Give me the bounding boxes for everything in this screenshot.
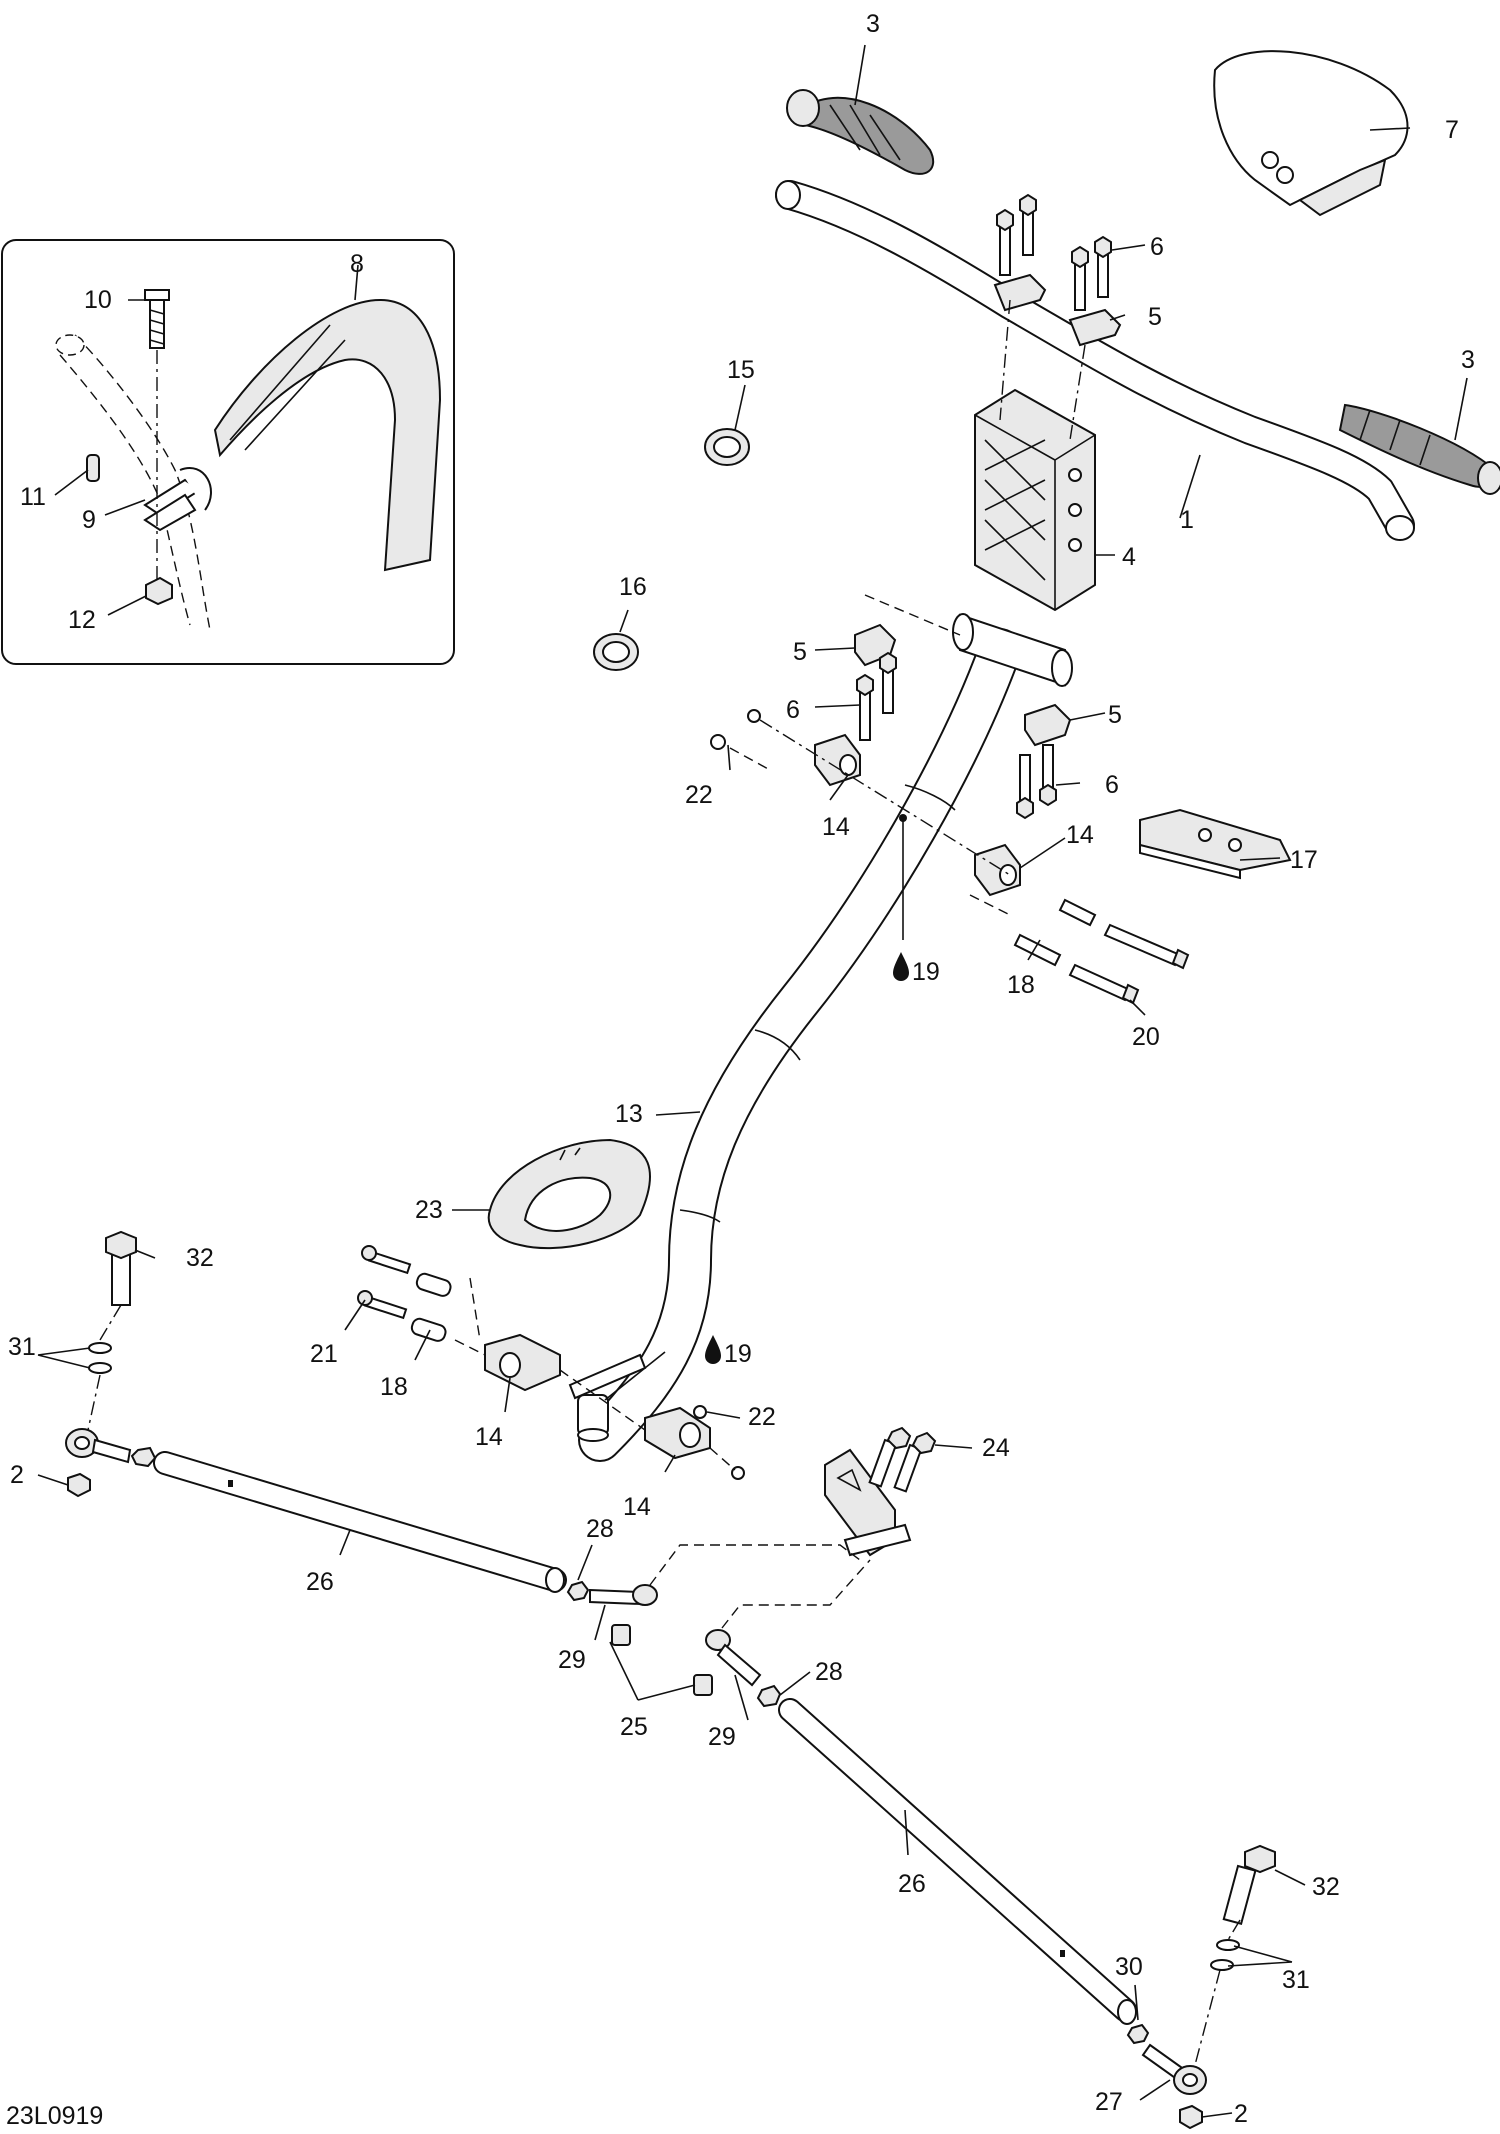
column-clamps bbox=[854, 594, 1072, 820]
callout-7: 7 bbox=[1445, 116, 1459, 144]
grease-drop-icon bbox=[705, 1335, 721, 1364]
callout-15: 15 bbox=[727, 356, 755, 384]
callout-27: 27 bbox=[1095, 2088, 1123, 2116]
callout-12: 12 bbox=[68, 606, 96, 634]
callout-26: 26 bbox=[898, 1870, 926, 1898]
callout-23: 23 bbox=[415, 1196, 443, 1224]
callout-14: 14 bbox=[822, 813, 850, 841]
callout-21: 21 bbox=[310, 1340, 338, 1368]
handlebar bbox=[775, 180, 1415, 541]
callout-32: 32 bbox=[186, 1244, 214, 1272]
riser-block bbox=[974, 388, 1096, 612]
support-plate bbox=[1139, 808, 1292, 880]
callout-3: 3 bbox=[866, 10, 880, 38]
callout-22: 22 bbox=[748, 1403, 776, 1431]
callout-29: 29 bbox=[558, 1646, 586, 1674]
tie-rod-bolts bbox=[87, 1230, 1276, 2066]
callout-29: 29 bbox=[708, 1723, 736, 1751]
callout-11: 11 bbox=[20, 483, 46, 511]
callout-19: 19 bbox=[912, 958, 940, 986]
callout-6: 6 bbox=[786, 696, 800, 724]
callout-13: 13 bbox=[615, 1100, 643, 1128]
inset-detail-box bbox=[1, 239, 455, 665]
callout-4: 4 bbox=[1122, 543, 1136, 571]
callout-31: 31 bbox=[1282, 1966, 1310, 1994]
grip-right bbox=[1338, 403, 1500, 495]
callout-5: 5 bbox=[1148, 303, 1162, 331]
steering-boot bbox=[487, 1138, 651, 1250]
callout-labels: 1 2 2 3 3 4 5 5 5 6 6 6 7 8 9 10 11 12 1… bbox=[8, 10, 1475, 2128]
callout-8: 8 bbox=[350, 250, 364, 278]
bolt-set-upper bbox=[969, 894, 1190, 1005]
callout-3: 3 bbox=[1461, 346, 1475, 374]
callout-28: 28 bbox=[586, 1515, 614, 1543]
callout-5: 5 bbox=[793, 638, 807, 666]
callout-9: 9 bbox=[82, 506, 96, 534]
callout-17: 17 bbox=[1290, 846, 1318, 874]
callout-2: 2 bbox=[10, 1461, 24, 1489]
steering-column bbox=[568, 613, 1073, 1462]
leader-lines bbox=[37, 44, 1468, 2118]
seal-16 bbox=[593, 633, 639, 671]
callout-16: 16 bbox=[619, 573, 647, 601]
callout-6: 6 bbox=[1150, 233, 1164, 261]
tie-rod-right bbox=[778, 1698, 1137, 2025]
grip-left bbox=[786, 89, 935, 175]
grease-drop-icon bbox=[893, 952, 909, 981]
callout-32: 32 bbox=[1312, 1873, 1340, 1901]
callout-2: 2 bbox=[1234, 2100, 1248, 2128]
pivot-bracket bbox=[824, 1426, 937, 1557]
callout-19: 19 bbox=[724, 1340, 752, 1368]
handlebar-pad bbox=[1213, 50, 1409, 217]
riser-clamps-top bbox=[993, 193, 1122, 441]
callout-5: 5 bbox=[1108, 701, 1122, 729]
callout-28: 28 bbox=[815, 1658, 843, 1686]
callout-18: 18 bbox=[380, 1373, 408, 1401]
callout-6: 6 bbox=[1105, 771, 1119, 799]
callout-14: 14 bbox=[1066, 821, 1094, 849]
callout-31: 31 bbox=[8, 1333, 36, 1361]
callout-14: 14 bbox=[623, 1493, 651, 1521]
callout-24: 24 bbox=[982, 1434, 1010, 1462]
illustration-code: 23L0919 bbox=[6, 2102, 103, 2130]
callout-26: 26 bbox=[306, 1568, 334, 1596]
bushing-upper bbox=[710, 709, 1021, 897]
callout-30: 30 bbox=[1115, 1953, 1143, 1981]
tie-rod-ends bbox=[65, 1428, 1207, 2130]
callout-14: 14 bbox=[475, 1423, 503, 1451]
seal-15 bbox=[704, 428, 750, 466]
callout-22: 22 bbox=[685, 781, 713, 809]
callout-10: 10 bbox=[84, 286, 112, 314]
tie-rod-left bbox=[153, 1451, 567, 1593]
callout-1: 1 bbox=[1180, 506, 1194, 534]
lower-bushings bbox=[357, 1245, 745, 1480]
callout-20: 20 bbox=[1132, 1023, 1160, 1051]
callout-25: 25 bbox=[620, 1713, 648, 1741]
callout-18: 18 bbox=[1007, 971, 1035, 999]
